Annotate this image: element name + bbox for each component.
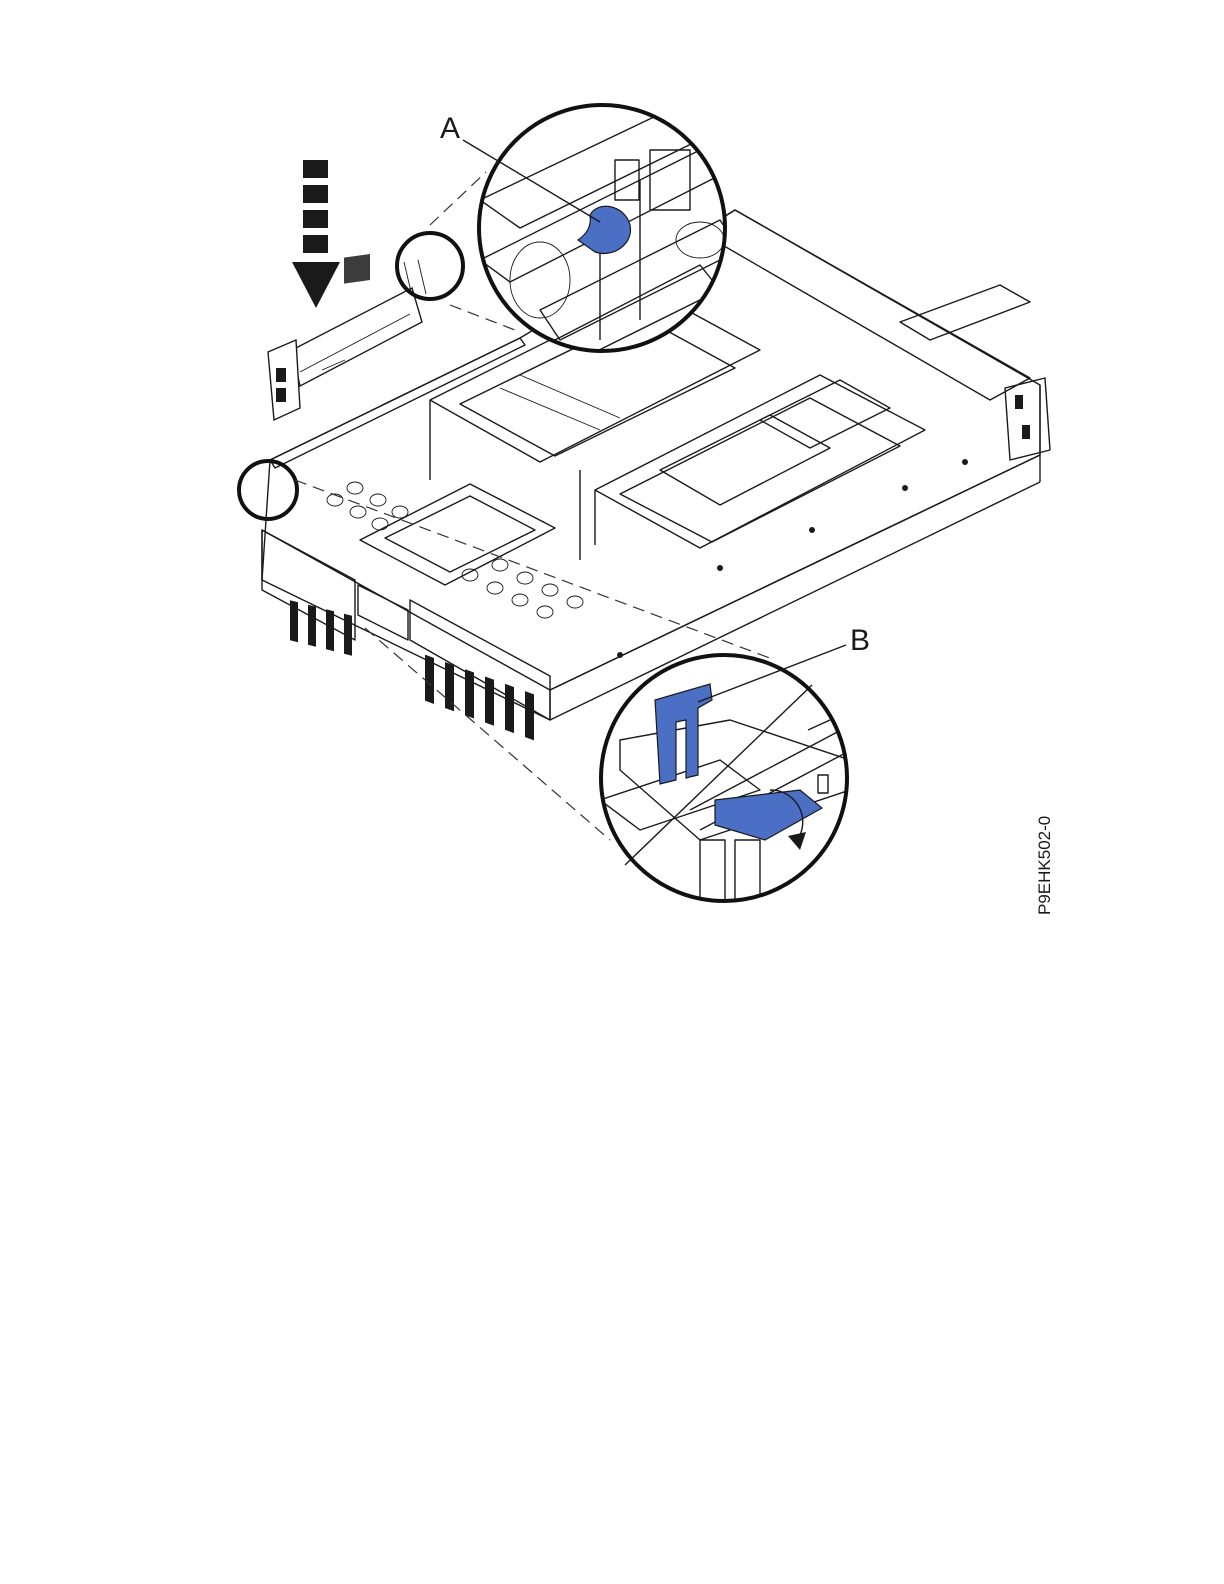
figure-id-label: P9EHK502-0 (1035, 816, 1054, 915)
callout-a-label: A (440, 112, 460, 145)
detail-a-magnified-view (479, 95, 740, 362)
card-latch-highlight-circle (397, 233, 463, 299)
insert-direction-arrow-icon (292, 160, 340, 308)
detail-b-magnified-view (600, 655, 870, 901)
callout-b-label: B (850, 624, 870, 657)
